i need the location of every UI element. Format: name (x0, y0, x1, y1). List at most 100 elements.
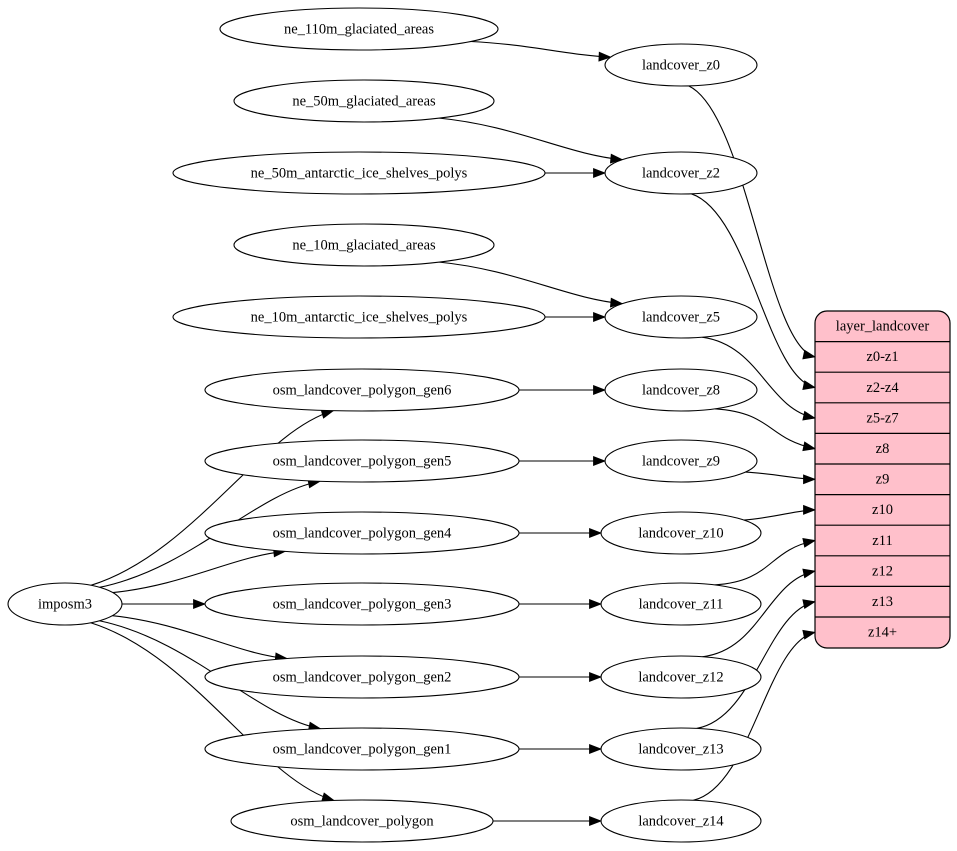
record-row-label-z14+: z14+ (868, 625, 897, 641)
node-label-landcover_z2: landcover_z2 (642, 165, 720, 181)
record-row-label-z2-z4: z2-z4 (866, 380, 899, 396)
edge-osm_landcover_polygon_gen1-to-landcover_z13-arrowhead (589, 744, 603, 754)
edge-landcover_z2-to-record-z2-z4 (691, 193, 816, 389)
node-ellipse-osm_landcover_polygon_gen4 (204, 511, 520, 555)
node-ne_110m_glaciated_areas[interactable]: ne_110m_glaciated_areas (219, 7, 499, 51)
record-row-label-z8: z8 (876, 441, 890, 457)
node-label-osm_landcover_polygon_gen2: osm_landcover_polygon_gen2 (273, 669, 452, 685)
node-label-landcover_z10: landcover_z10 (638, 525, 723, 541)
edge-osm_landcover_polygon_gen5-to-landcover_z9-arrowhead (593, 456, 607, 466)
node-label-ne_10m_antarctic_ice_shelves_polys: ne_10m_antarctic_ice_shelves_polys (251, 309, 468, 325)
node-ellipse-osm_landcover_polygon_gen1 (204, 727, 520, 771)
node-label-landcover_z13: landcover_z13 (638, 741, 723, 757)
node-ellipse-landcover_z14 (600, 799, 762, 843)
record-row-cell-z12[interactable] (815, 555, 950, 587)
node-label-landcover_z0: landcover_z0 (642, 57, 720, 73)
edge-landcover_z12-to-record-z12-arrowhead (802, 568, 817, 579)
edge-imposm3-to-osm_landcover_polygon_gen4 (112, 550, 286, 594)
node-landcover_z2[interactable]: landcover_z2 (604, 151, 758, 195)
node-landcover_z0[interactable]: landcover_z0 (604, 43, 758, 87)
edge-landcover_z8-to-record-z8-arrowhead (802, 441, 817, 452)
record-outline (814, 310, 951, 649)
node-label-landcover_z14: landcover_z14 (638, 813, 724, 829)
edge-landcover_z13-to-record-z13-arrowhead (802, 599, 817, 610)
node-landcover_z12[interactable]: landcover_z12 (600, 655, 762, 699)
record-cells (815, 311, 950, 648)
edge-landcover_z14-to-record-z14+-arrowhead (802, 629, 817, 640)
edge-osm_landcover_polygon_gen2-to-landcover_z12-arrowhead (589, 672, 603, 682)
node-ellipse-ne_50m_glaciated_areas (233, 79, 495, 123)
node-ne_10m_glaciated_areas[interactable]: ne_10m_glaciated_areas (233, 223, 495, 267)
node-ellipse-osm_landcover_polygon_gen6 (204, 368, 520, 412)
node-ellipse-osm_landcover_polygon (230, 799, 494, 843)
record-row-cell-z2-z4[interactable] (815, 372, 950, 403)
node-landcover_z5[interactable]: landcover_z5 (604, 295, 758, 339)
node-label-landcover_z8: landcover_z8 (642, 382, 720, 398)
record-row-label-z13: z13 (872, 594, 893, 610)
node-label-landcover_z9: landcover_z9 (642, 453, 720, 469)
edge-ne_50m_glaciated_areas-to-landcover_z2 (439, 117, 623, 161)
edge-landcover_z14-to-record-z14+ (693, 631, 816, 801)
node-ellipse-ne_10m_glaciated_areas (233, 223, 495, 267)
node-osm_landcover_polygon_gen6[interactable]: osm_landcover_polygon_gen6 (204, 368, 520, 412)
edges-layer (90, 40, 817, 826)
node-landcover_z13[interactable]: landcover_z13 (600, 727, 762, 771)
edge-ne_10m_glaciated_areas-to-landcover_z5 (439, 261, 623, 305)
node-ellipse-landcover_z12 (600, 655, 762, 699)
node-label-ne_10m_glaciated_areas: ne_10m_glaciated_areas (292, 237, 436, 253)
nodes-layer: imposm3 ne_110m_glaciated_areas ne_50m_gla… (7, 7, 762, 843)
node-landcover_z11[interactable]: landcover_z11 (600, 582, 762, 626)
node-label-osm_landcover_polygon_gen3: osm_landcover_polygon_gen3 (273, 596, 452, 612)
record-row-cell-z8[interactable] (815, 433, 950, 464)
node-landcover_z9[interactable]: landcover_z9 (604, 439, 758, 483)
node-ellipse-landcover_z13 (600, 727, 762, 771)
node-ne_10m_antarctic_ice_shelves_polys[interactable]: ne_10m_antarctic_ice_shelves_polys (172, 295, 546, 339)
record-row-label-z9: z9 (876, 472, 890, 488)
node-landcover_z10[interactable]: landcover_z10 (600, 511, 762, 555)
record-row-cell-z11[interactable] (815, 525, 950, 556)
node-ellipse-landcover_z10 (600, 511, 762, 555)
node-ellipse-landcover_z2 (604, 151, 758, 195)
node-ellipse-ne_110m_glaciated_areas (219, 7, 499, 51)
node-osm_landcover_polygon_gen2[interactable]: osm_landcover_polygon_gen2 (204, 655, 520, 699)
edge-imposm3-to-osm_landcover_polygon (90, 622, 335, 802)
edge-landcover_z2-to-record-z2-z4-arrowhead (802, 380, 817, 390)
record-row-cell-z0-z1[interactable] (815, 341, 950, 373)
node-ne_50m_glaciated_areas[interactable]: ne_50m_glaciated_areas (233, 79, 495, 123)
record-row-cell-z13[interactable] (815, 586, 950, 617)
record-row-cell-z14+[interactable] (815, 617, 950, 648)
record-row-cell-z10[interactable] (815, 494, 950, 526)
edge-landcover_z0-to-record-z0-z1 (688, 85, 816, 358)
layer-landcover-record[interactable]: layer_landcoverz0-z1z2-z4z5-z7z8z9z10z11… (814, 310, 951, 649)
edge-osm_landcover_polygon_gen4-to-landcover_z10-arrowhead (589, 528, 603, 538)
node-osm_landcover_polygon_gen3[interactable]: osm_landcover_polygon_gen3 (204, 582, 520, 626)
node-ellipse-ne_10m_antarctic_ice_shelves_polys (172, 295, 546, 339)
node-landcover_z14[interactable]: landcover_z14 (600, 799, 762, 843)
node-ne_50m_antarctic_ice_shelves_polys[interactable]: ne_50m_antarctic_ice_shelves_polys (172, 151, 546, 195)
node-ellipse-landcover_z0 (604, 43, 758, 87)
node-osm_landcover_polygon_gen5[interactable]: osm_landcover_polygon_gen5 (204, 439, 520, 483)
node-osm_landcover_polygon[interactable]: osm_landcover_polygon (230, 799, 494, 843)
edge-ne_10m_antarctic_ice_shelves_polys-to-landcover_z5-arrowhead (593, 312, 607, 322)
edge-landcover_z11-to-record-z11 (714, 539, 816, 586)
node-osm_landcover_polygon_gen4[interactable]: osm_landcover_polygon_gen4 (204, 511, 520, 555)
node-landcover_z8[interactable]: landcover_z8 (604, 368, 758, 412)
node-ellipse-landcover_z5 (604, 295, 758, 339)
node-imposm3[interactable]: imposm3 (7, 582, 123, 626)
edge-ne_50m_antarctic_ice_shelves_polys-to-landcover_z2-arrowhead (593, 168, 607, 178)
node-label-osm_landcover_polygon_gen4: osm_landcover_polygon_gen4 (273, 525, 453, 541)
node-ellipse-landcover_z9 (604, 439, 758, 483)
record-row-label-z10: z10 (872, 502, 893, 518)
node-label-osm_landcover_polygon_gen5: osm_landcover_polygon_gen5 (273, 453, 452, 469)
edge-ne_110m_glaciated_areas-to-landcover_z0-arrowhead (598, 51, 612, 62)
record-row-cell-z5-z7[interactable] (815, 402, 950, 434)
edge-landcover_z9-to-record-z9-arrowhead (803, 474, 817, 485)
node-label-imposm3: imposm3 (38, 596, 92, 612)
node-ellipse-osm_landcover_polygon_gen2 (204, 655, 520, 699)
node-label-osm_landcover_polygon: osm_landcover_polygon (290, 813, 434, 829)
record-row-cell-z9[interactable] (815, 464, 950, 495)
node-osm_landcover_polygon_gen1[interactable]: osm_landcover_polygon_gen1 (204, 727, 520, 771)
edge-landcover_z0-to-record-z0-z1-arrowhead (802, 349, 817, 360)
